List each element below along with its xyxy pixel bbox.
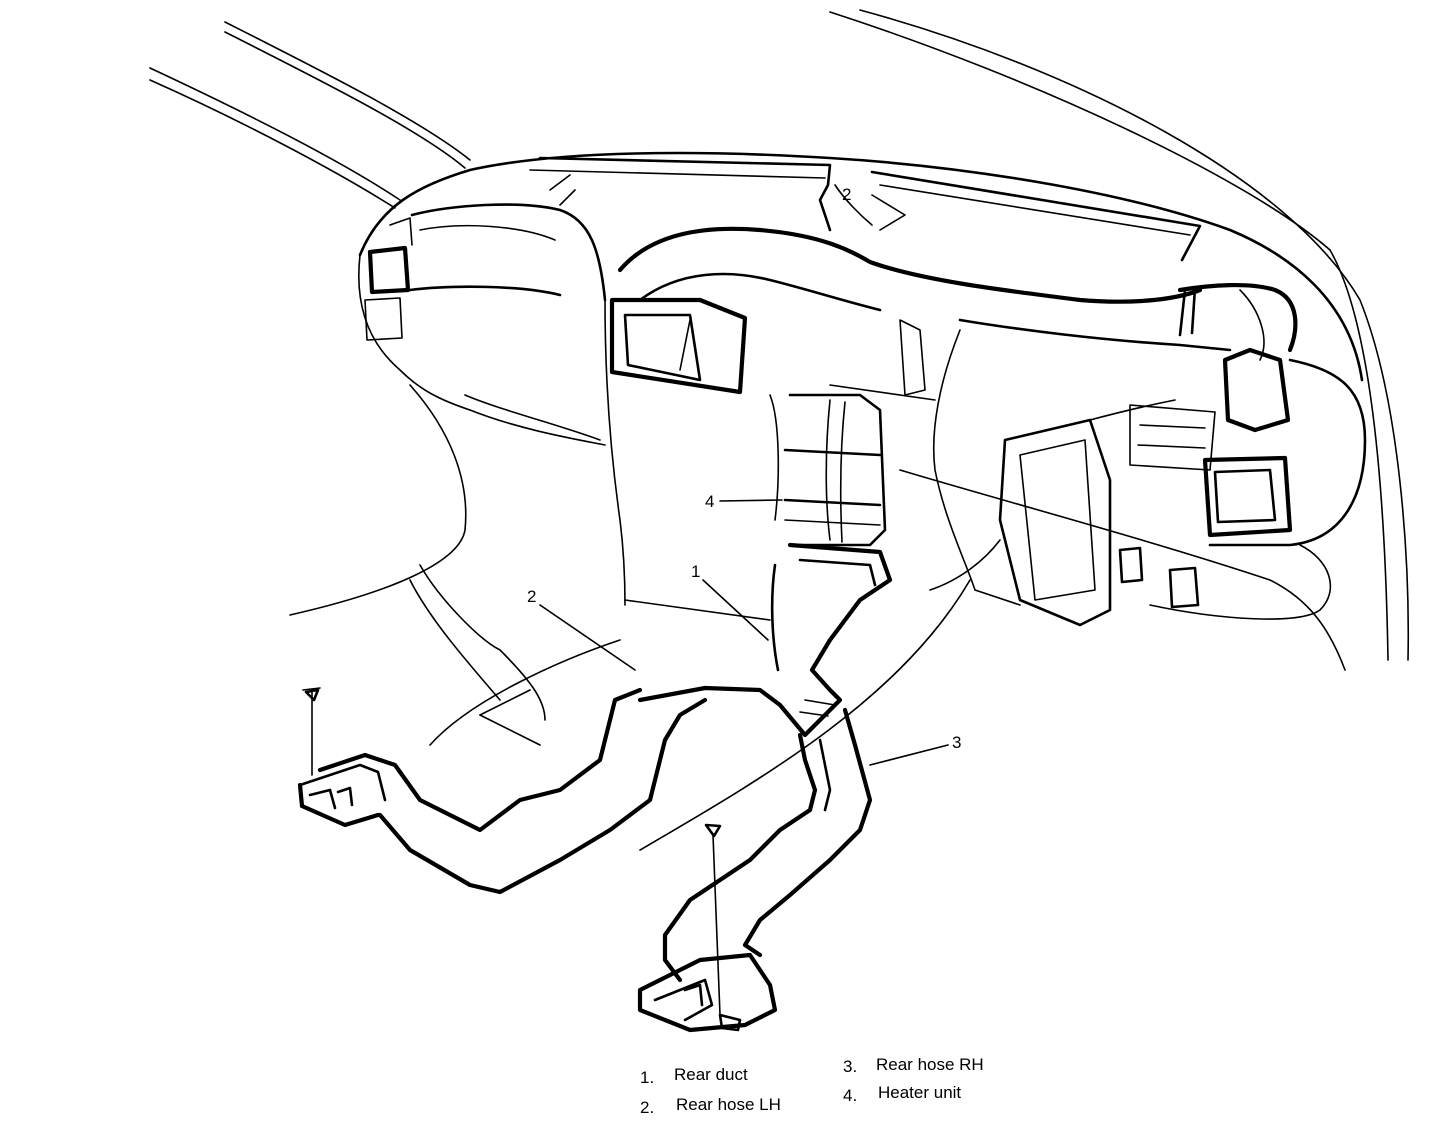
floor-outline xyxy=(289,384,1001,851)
rear-duct xyxy=(637,542,893,738)
callout-2: 2 xyxy=(527,587,536,606)
legend-number-2: 2. xyxy=(640,1098,654,1117)
heater-unit xyxy=(829,319,1367,671)
legend-label-3: Rear hose RH xyxy=(876,1055,984,1074)
rear-hose-lh xyxy=(297,687,708,895)
callout-4: 4 xyxy=(705,492,714,511)
body-outline xyxy=(149,9,1410,661)
callout-1: 1 xyxy=(691,562,700,581)
legend-number-3: 3. xyxy=(843,1057,857,1076)
legend-label-4: Heater unit xyxy=(878,1083,961,1102)
left-vent xyxy=(364,174,607,341)
legend-number-4: 4. xyxy=(843,1086,857,1105)
upper-duct xyxy=(617,226,1298,361)
legend-number-1: 1. xyxy=(640,1068,654,1087)
svg-text:2: 2 xyxy=(842,185,851,204)
dashboard-shell: 2 xyxy=(357,151,1364,446)
leader-lines xyxy=(539,499,949,766)
callout-3: 3 xyxy=(952,733,961,752)
legend-label-1: Rear duct xyxy=(674,1065,748,1084)
rear-hose-rh xyxy=(637,707,873,1033)
center-console xyxy=(783,393,887,547)
legend: 1. Rear duct 2. Rear hose LH 3. Rear hos… xyxy=(640,1055,984,1117)
legend-label-2: Rear hose LH xyxy=(676,1095,781,1114)
center-vent xyxy=(604,297,780,606)
